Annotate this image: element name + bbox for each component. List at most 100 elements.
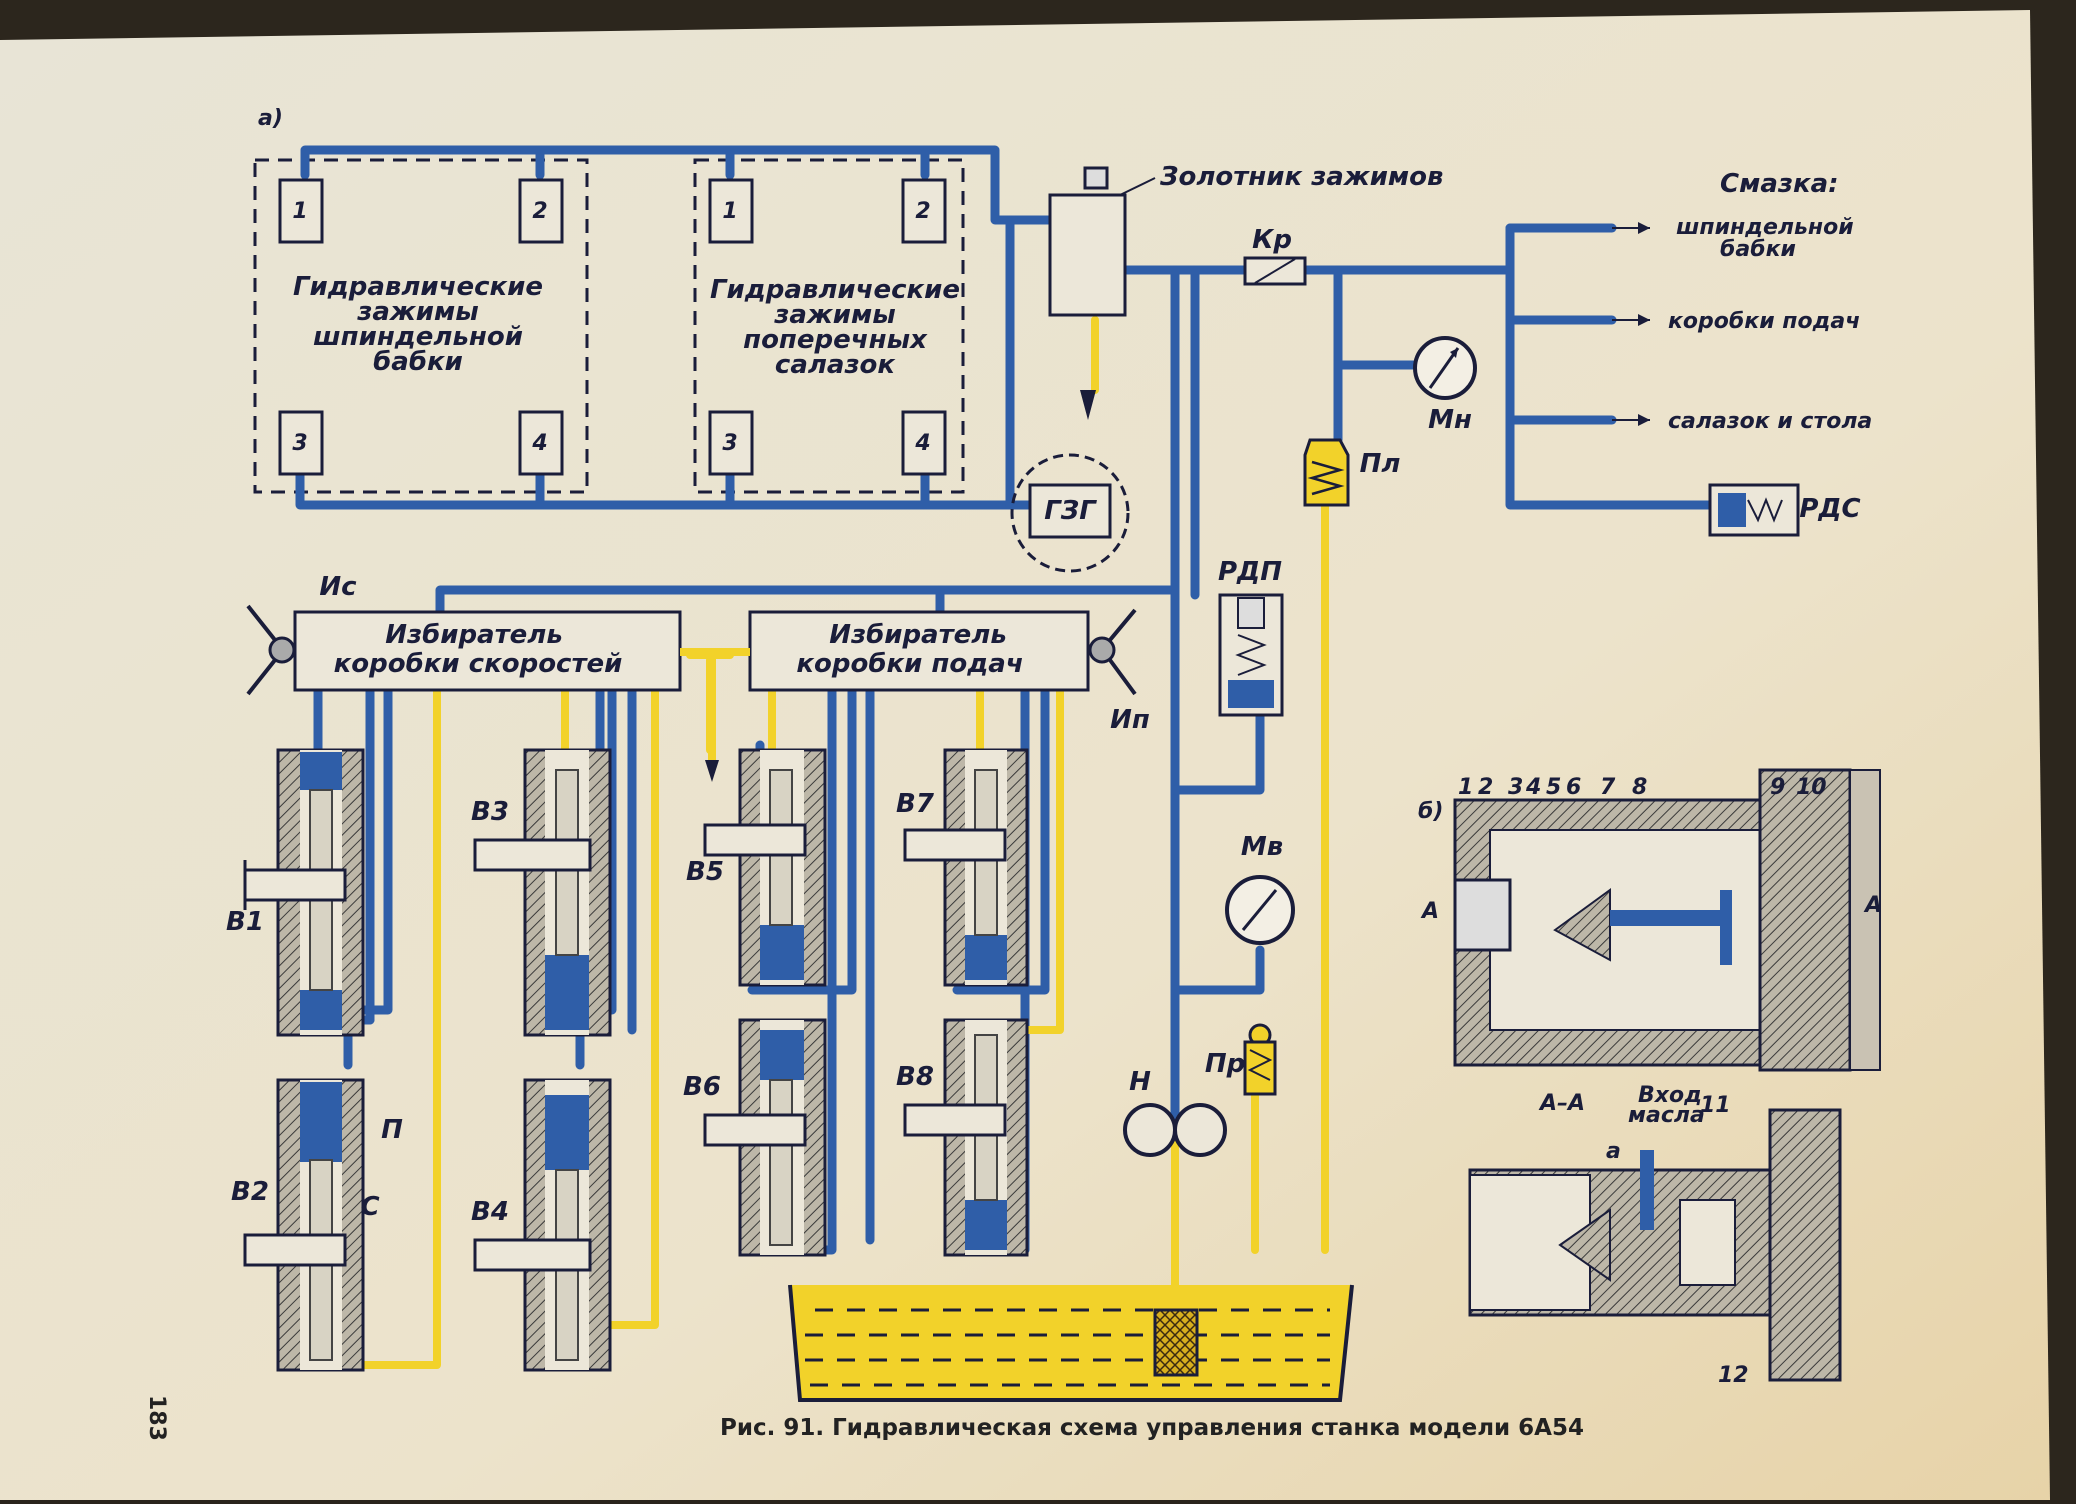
cylinder-b1: В1 [226,748,365,1037]
clamp-2-port-1: 1 [708,178,754,244]
label-a: а [1606,1139,1621,1164]
mn-label: Мн [1428,405,1472,435]
selector-speeds: Избиратель коробки скоростей Ис [246,572,682,696]
svg-text:3: 3 [722,431,737,456]
pressure-reducer-rdp: РДП [1218,557,1284,717]
mv-label: Мв [1241,832,1283,862]
svg-text:В2: В2 [231,1177,269,1207]
figure-marker-a: а) [258,106,283,131]
gauge-mn: Мн [1413,336,1477,435]
cylinder-b3: В3 [471,748,612,1037]
svg-text:В8: В8 [896,1062,934,1092]
is-label: Ис [319,572,357,602]
detail-b-numbers: 1 2 3 4 5 6 7 8 9 10 [1458,775,1827,800]
cylinder-b8: В8 [896,1018,1029,1257]
gzg-unit: ГЗГ [1010,453,1130,573]
svg-text:3: 3 [1508,775,1523,800]
pl-label: Пл [1360,449,1401,479]
clamp-group-2-label-line-1: Гидравлические [710,275,960,305]
kr-label: Кр [1252,225,1292,255]
clamp-1-port-3: 3 [278,410,324,476]
clamp-group-1-label-line-4: бабки [373,347,463,377]
cylinder-b4: В4 [471,1078,612,1372]
section-mark-right: А [1863,893,1882,918]
num-12: 12 [1718,1363,1749,1388]
clamp-2-port-4: 4 [901,410,947,476]
lubrication-item-1-line-1: шпиндельной [1676,215,1854,240]
lubrication-item-3: салазок и стола [1668,409,1872,434]
svg-text:В4: В4 [471,1197,509,1227]
svg-text:2: 2 [1478,775,1493,800]
pr-label: Пр [1205,1049,1245,1079]
lubrication-block: Смазка: шпиндельной бабки коробки подач … [1612,169,1872,434]
svg-text:4: 4 [531,431,547,456]
n-label: Н [1129,1067,1151,1097]
svg-text:2: 2 [532,199,547,224]
svg-text:9: 9 [1770,775,1785,800]
pump-n: Н [1123,1067,1227,1157]
svg-text:В5: В5 [686,857,724,887]
svg-text:В3: В3 [471,797,509,827]
clamp-1-port-4: 4 [518,410,564,476]
cylinders: В1 В2 П С В3 В4 [226,748,1029,1372]
handwheel-ip [1088,608,1137,696]
clamp-group-1: Гидравлические зажимы шпиндельной бабки [253,158,589,494]
lubrication-item-2: коробки подач [1668,309,1860,334]
svg-text:В7: В7 [896,789,935,819]
num-11: 11 [1700,1093,1731,1118]
svg-text:7: 7 [1600,775,1616,800]
svg-text:8: 8 [1632,775,1647,800]
clamp-1-port-2: 2 [518,178,564,244]
cylinder-b6: В6 [683,1018,827,1257]
selector-speeds-line-2: коробки скоростей [334,649,623,679]
cylinder-b7: В7 [896,748,1029,987]
clamp-group-2-label-line-3: поперечных [743,325,928,355]
gzg-label: ГЗГ [1044,496,1097,526]
clamp-group-1-label-line-3: шпиндельной [313,322,523,352]
clamp-group-2: Гидравлические зажимы поперечных салазок [693,158,965,494]
selector-feeds: Избиратель коробки подач Ип [748,608,1150,735]
svg-text:4: 4 [1525,775,1541,800]
svg-text:В6: В6 [683,1072,721,1102]
gauge-mv: Мв [1225,832,1295,945]
section-title: А–А [1538,1091,1585,1116]
spool-label: Золотник зажимов [1159,162,1444,192]
selector-feeds-line-1: Избиратель [829,620,1007,650]
svg-text:3: 3 [292,431,307,456]
svg-text:1: 1 [1458,775,1473,800]
figure-marker-b: б) [1418,799,1443,824]
ip-label: Ип [1110,705,1150,735]
oil-inlet-line-1: Вход [1638,1083,1702,1108]
clamp-group-1-label-line-2: зажимы [356,297,479,327]
detail-b: б) 1 2 3 4 5 6 7 8 9 10 А А А–А Вход мас… [1418,768,1882,1388]
handwheel-is [246,604,296,696]
clamp-group-2-label-line-4: салазок [775,350,897,380]
throttle-kr: Кр [1243,225,1307,286]
clamp-2-port-2: 2 [901,178,947,244]
clamp-cylinders: 1 2 3 4 1 2 3 4 [278,178,947,476]
clamp-group-2-label-line-2: зажимы [773,300,896,330]
c-label: С [360,1192,379,1222]
relief-valve-pl: Пл [1303,438,1401,507]
lubrication-item-1-line-2: бабки [1720,237,1796,262]
svg-text:2: 2 [915,199,930,224]
svg-text:В1: В1 [226,907,264,937]
selector-speeds-line-1: Избиратель [385,620,563,650]
section-mark-left: А [1420,899,1439,924]
rds-label: РДС [1799,494,1860,524]
cylinder-b5: В5 [686,748,827,987]
figure-caption: Рис. 91. Гидравлическая схема управления… [720,1415,1584,1441]
lubrication-title: Смазка: [1720,169,1839,199]
rdp-label: РДП [1218,557,1282,587]
page-number: 183 [144,1395,169,1441]
svg-text:6: 6 [1566,775,1581,800]
selector-feeds-line-2: коробки подач [796,649,1023,679]
svg-text:1: 1 [722,199,737,224]
clamp-group-1-label-line-1: Гидравлические [293,272,543,302]
clamp-spool-valve: Золотник зажимов [1048,162,1444,420]
svg-text:10: 10 [1796,775,1827,800]
svg-text:4: 4 [914,431,930,456]
valve-pr: Пр [1205,1023,1277,1096]
